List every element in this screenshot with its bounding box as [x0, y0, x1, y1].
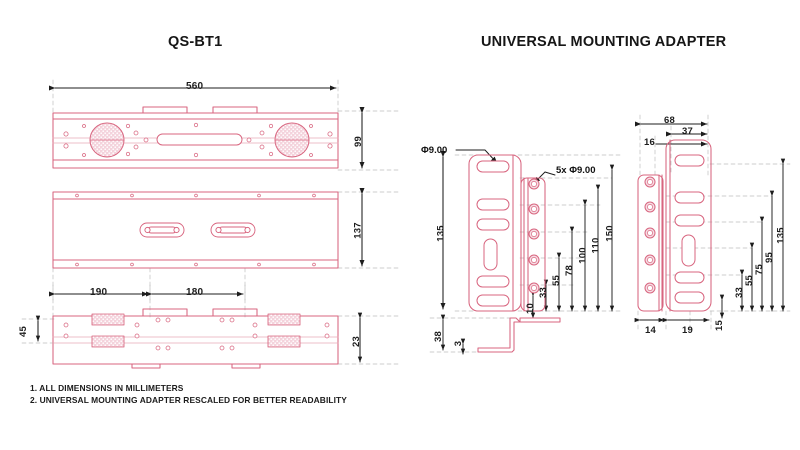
dimension-99: 99: [352, 136, 364, 147]
dimension-78-left: 78: [563, 265, 575, 276]
dimension-150-left: 150: [604, 225, 616, 242]
drawing-notes: 1. ALL DIMENSIONS IN MILLIMETERS 2. UNIV…: [30, 383, 347, 407]
note-line-1: 1. ALL DIMENSIONS IN MILLIMETERS: [30, 383, 184, 393]
dimension-3: 3: [453, 340, 465, 347]
dimension-33-left: 33: [537, 287, 549, 298]
dimension-14: 14: [645, 325, 656, 336]
dimension-33-right: 33: [733, 287, 745, 298]
dimension-15: 15: [713, 320, 725, 331]
dimension-135-left: 135: [435, 225, 447, 242]
dimension-38: 38: [432, 331, 444, 342]
dimension-55-right: 55: [743, 275, 755, 286]
qs-bt1-front-view: [52, 187, 401, 301]
note-line-2: 2. UNIVERSAL MOUNTING ADAPTER RESCALED F…: [30, 394, 347, 405]
dimension-560: 560: [186, 81, 204, 92]
dimension-137: 137: [352, 222, 364, 239]
dimension-16: 16: [644, 137, 655, 148]
adapter-right-bracket: [634, 114, 791, 331]
page-title-right: UNIVERSAL MOUNTING ADAPTER: [481, 34, 727, 50]
page-title-left: QS-BT1: [168, 34, 223, 50]
dimension-190: 190: [90, 287, 108, 298]
callout-diameter-9: Φ9.00: [421, 145, 448, 156]
dimension-55-left: 55: [550, 275, 562, 286]
dimension-75-right: 75: [753, 264, 765, 275]
dimension-135-right: 135: [775, 227, 787, 244]
dimension-37: 37: [682, 126, 693, 137]
callout-5x-diameter-9: 5x Φ9.00: [556, 165, 596, 176]
dimension-110-left: 110: [590, 237, 602, 254]
dimension-68: 68: [664, 115, 675, 126]
dimension-45: 45: [17, 326, 29, 337]
adapter-left-bracket: [429, 149, 621, 355]
dimension-19: 19: [682, 325, 693, 336]
dimension-180: 180: [186, 287, 204, 298]
qs-bt1-bottom-view: [21, 284, 399, 369]
dimension-95-right: 95: [763, 252, 775, 263]
dimension-100-left: 100: [577, 247, 589, 264]
qs-bt1-top-view: [48, 79, 401, 171]
dimension-23: 23: [350, 336, 362, 347]
dimension-10: 10: [524, 303, 536, 314]
